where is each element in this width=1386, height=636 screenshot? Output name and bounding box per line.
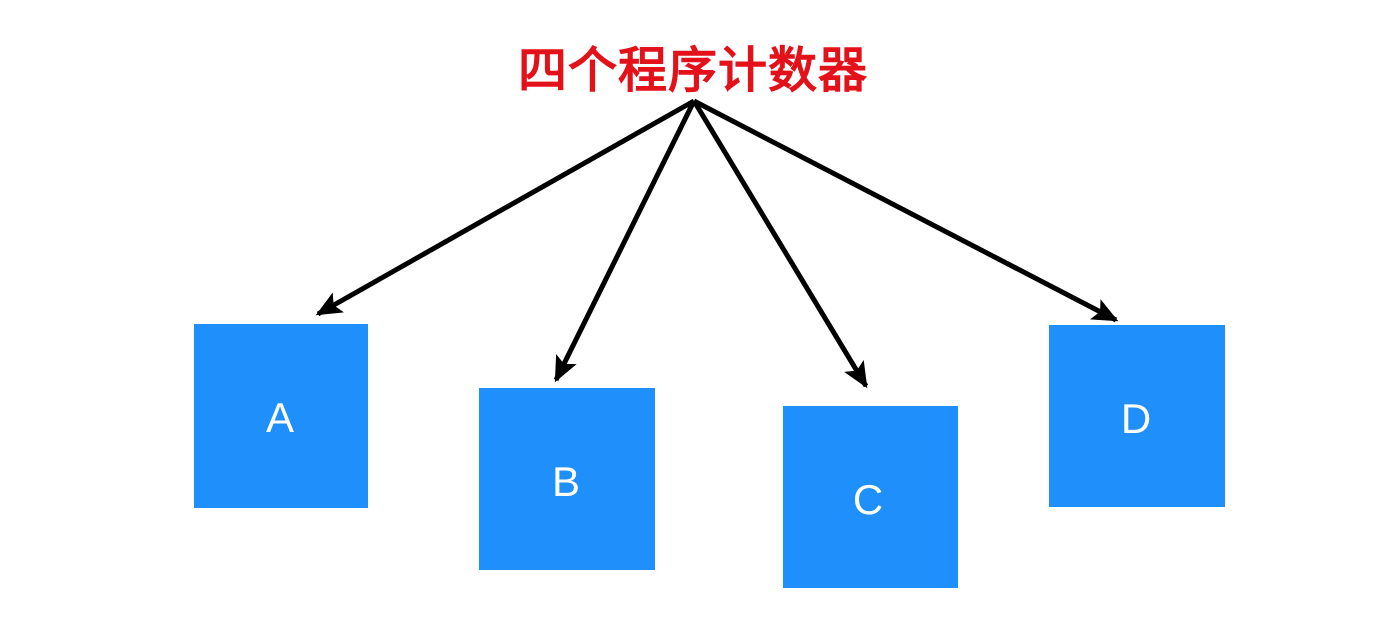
counter-box-a[interactable]: [194, 324, 368, 508]
counter-box-c[interactable]: [783, 406, 958, 588]
connector-group: [315, 98, 1119, 389]
counter-label-b: B: [551, 458, 580, 505]
hub-to-b-arrow: [553, 99, 697, 383]
counter-label-d: D: [1120, 395, 1152, 442]
hub-to-d-arrow: [692, 98, 1119, 323]
counter-label-a: A: [265, 394, 294, 441]
hub-to-a-arrow: [315, 98, 696, 317]
page-title: 四个程序计数器: [517, 42, 868, 99]
counter-box-b[interactable]: [479, 388, 655, 570]
counter-box-d[interactable]: [1049, 325, 1225, 507]
counter-label-c: C: [852, 476, 884, 523]
hub-to-c-arrow: [691, 99, 869, 389]
